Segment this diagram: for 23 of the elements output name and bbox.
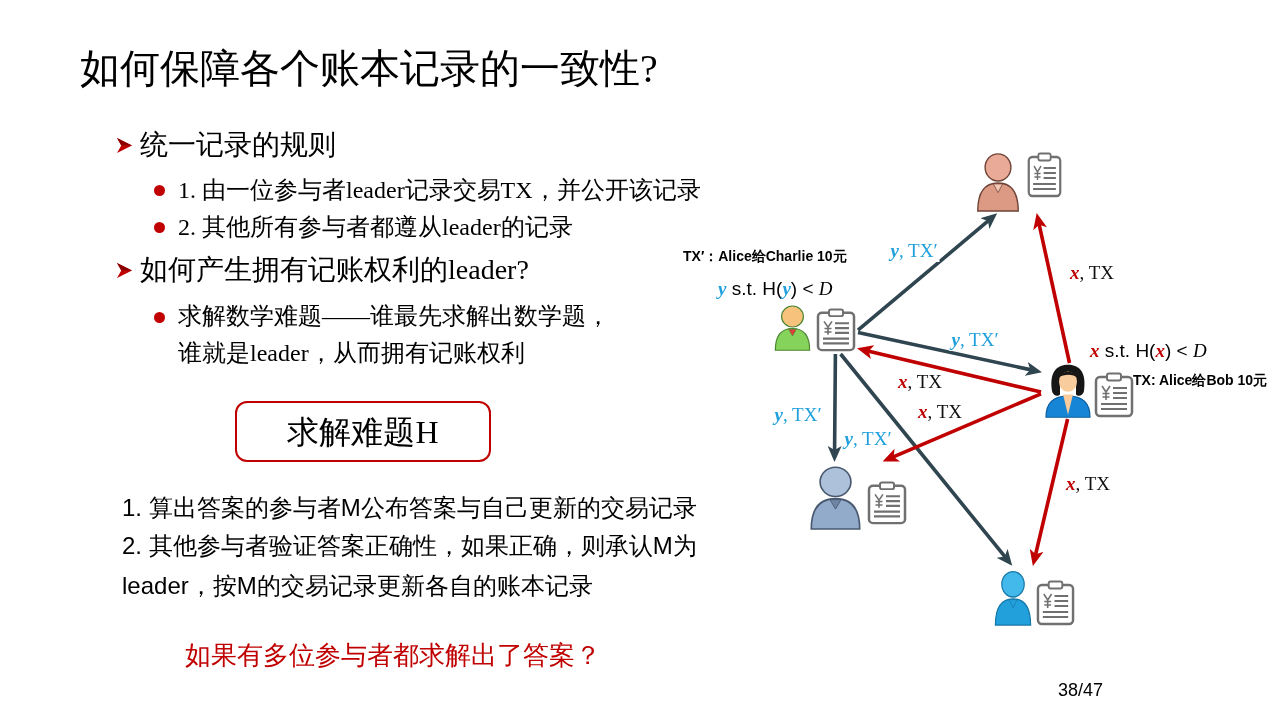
transaction-note: TX: Alice给Bob 10元 <box>1133 371 1268 389</box>
page-number: 38/47 <box>1058 679 1104 701</box>
arrow <box>1029 418 1070 566</box>
section-heading: 如何产生拥有记账权利的leader? <box>140 253 529 287</box>
bullet-text: 2. 其他所有参与者都遵从leader的记录 <box>178 213 573 242</box>
slide-title: 如何保障各个账本记录的一致性? <box>80 45 658 93</box>
bullet-text: 1. 由一位参与者leader记录交易TX，并公开该记录 <box>178 176 701 205</box>
paragraph-text: 1. 算出答案的参与者M公布答案与自己更新的交易记录 <box>122 493 697 523</box>
problem-box: 求解难题H <box>235 401 491 462</box>
bullet-text: 求解数学难题——谁最先求解出数学题，谁就是leader，从而拥有记账权利 <box>178 302 611 368</box>
section-heading: 统一记录的规则 <box>140 128 336 162</box>
arrow <box>827 354 842 462</box>
paragraph-text: 2. 其他参与者验证答案正确性，如果正确，则承认M为leader，按M的交易记录更新各自的账本记录 <box>122 531 698 601</box>
hash-condition: x s.t. H(x) < D <box>1090 339 1207 363</box>
hash-condition: y s.t. H(y) < D <box>718 277 833 301</box>
question-text: 如果有多位参与者都求解出了答案？ <box>185 640 601 672</box>
arrow <box>882 392 1042 463</box>
arrow <box>839 352 1013 567</box>
transaction-note: TX′：Alice给Charlie 10元 <box>683 247 847 265</box>
arrow <box>1033 213 1072 364</box>
arrow <box>857 345 1042 394</box>
arrow <box>857 330 1042 376</box>
arrow <box>856 212 998 332</box>
